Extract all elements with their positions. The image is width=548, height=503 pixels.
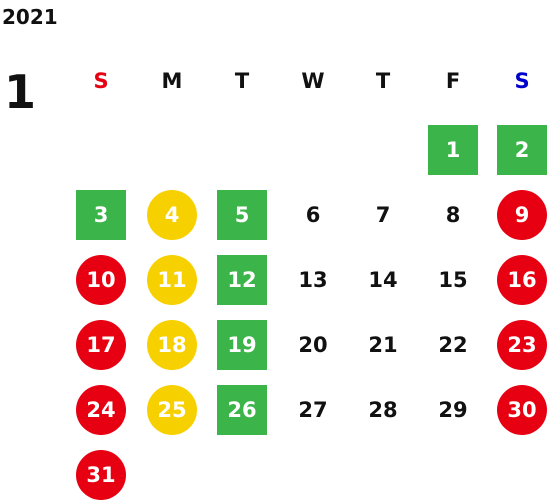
day-cell-28: 28 (368, 398, 398, 422)
year-label: 2021 (2, 5, 58, 29)
day-cell-27: 27 (298, 398, 328, 422)
day-cell-20: 20 (298, 333, 328, 357)
day-cell-19: 19 (217, 320, 267, 370)
day-cell-13: 13 (298, 268, 328, 292)
day-cell-25: 25 (147, 385, 197, 435)
day-cell-17: 17 (76, 320, 126, 370)
day-cell-22: 22 (438, 333, 468, 357)
day-cell-26: 26 (217, 385, 267, 435)
day-cell-31: 31 (76, 450, 126, 500)
day-cell-12: 12 (217, 255, 267, 305)
weekday-header-6: S (514, 69, 530, 93)
day-cell-15: 15 (438, 268, 468, 292)
day-cell-21: 21 (368, 333, 398, 357)
day-cell-9: 9 (497, 190, 547, 240)
day-cell-1: 1 (428, 125, 478, 175)
weekday-header-5: F (445, 69, 461, 93)
day-cell-10: 10 (76, 255, 126, 305)
month-label: 1 (4, 65, 37, 119)
day-cell-18: 18 (147, 320, 197, 370)
weekday-header-1: M (161, 69, 183, 93)
weekday-header-4: T (375, 69, 391, 93)
day-cell-3: 3 (76, 190, 126, 240)
day-cell-2: 2 (497, 125, 547, 175)
day-cell-29: 29 (438, 398, 468, 422)
day-cell-16: 16 (497, 255, 547, 305)
day-cell-6: 6 (305, 203, 321, 227)
day-cell-4: 4 (147, 190, 197, 240)
day-cell-8: 8 (445, 203, 461, 227)
weekday-header-2: T (234, 69, 250, 93)
weekday-header-0: S (93, 69, 109, 93)
day-cell-30: 30 (497, 385, 547, 435)
day-cell-7: 7 (375, 203, 391, 227)
weekday-header-3: W (301, 69, 325, 93)
day-cell-11: 11 (147, 255, 197, 305)
day-cell-24: 24 (76, 385, 126, 435)
day-cell-5: 5 (217, 190, 267, 240)
day-cell-14: 14 (368, 268, 398, 292)
day-cell-23: 23 (497, 320, 547, 370)
